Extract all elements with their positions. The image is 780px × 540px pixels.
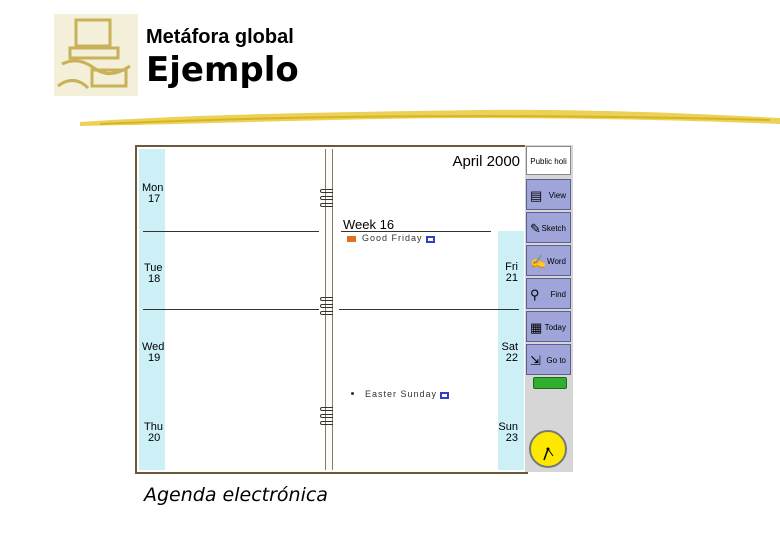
day-label-sat[interactable]: Sat 22 <box>501 341 518 364</box>
sketch-button[interactable]: ✎Sketch <box>526 212 571 243</box>
day-label-thu[interactable]: Thu 20 <box>144 421 163 444</box>
book-spine <box>325 149 333 470</box>
view-icon: ▤ <box>530 188 543 203</box>
day-label-mon[interactable]: Mon 17 <box>142 182 164 205</box>
slide-subtitle: Metáfora global <box>146 26 294 48</box>
word-button[interactable]: ✍Word <box>526 245 571 276</box>
holiday-flag-icon <box>347 235 356 242</box>
title-underline-decoration <box>80 104 780 134</box>
goto-button[interactable]: ⇲Go to <box>526 344 571 375</box>
event-easter-sunday[interactable]: Easter Sunday <box>365 389 450 400</box>
today-button[interactable]: ▦Today <box>526 311 571 342</box>
binoculars-icon: ⚲ <box>530 287 540 302</box>
day-divider <box>143 231 319 232</box>
word-icon: ✍ <box>530 254 547 269</box>
computer-logo-icon <box>54 14 138 96</box>
find-button[interactable]: ⚲Find <box>526 278 571 309</box>
week-underline <box>341 231 491 232</box>
screenshot-caption: Agenda electrónica <box>144 484 328 506</box>
day-label-sun[interactable]: Sun 23 <box>498 421 518 444</box>
day-label-tue[interactable]: Tue 18 <box>144 262 163 285</box>
note-icon <box>425 235 435 244</box>
public-holidays-button[interactable]: Public holi <box>526 146 571 175</box>
goto-icon: ⇲ <box>530 353 541 368</box>
view-button[interactable]: ▤View <box>526 179 571 210</box>
day-divider <box>339 309 519 310</box>
right-date-column <box>498 231 524 470</box>
bullet <box>351 392 354 395</box>
day-label-fri[interactable]: Fri 21 <box>505 261 518 284</box>
binder-ring-icon <box>320 407 338 435</box>
day-divider <box>143 309 319 310</box>
organizer-screenshot: Mon 17 Tue 18 Wed 19 Thu 20 April <box>135 145 575 474</box>
event-good-friday[interactable]: Good Friday <box>347 233 435 244</box>
calendar-icon: ▦ <box>530 320 543 335</box>
sketch-icon: ✎ <box>530 221 541 236</box>
clock-icon <box>529 430 567 468</box>
week-title: Week 16 <box>343 217 395 232</box>
day-label-wed[interactable]: Wed 19 <box>142 341 165 364</box>
battery-icon <box>533 377 567 389</box>
right-page: April 2000 Week 16 Good Friday Fri 21 Sa… <box>333 149 524 470</box>
month-title: April 2000 <box>452 153 520 170</box>
slide-title: Ejemplo <box>146 50 299 90</box>
note-icon <box>440 391 450 400</box>
side-toolbar: Public holi ▤View ✎Sketch ✍Word ⚲Find ▦T… <box>525 145 573 472</box>
left-page: Mon 17 Tue 18 Wed 19 Thu 20 <box>139 149 325 470</box>
organizer-book: Mon 17 Tue 18 Wed 19 Thu 20 April <box>135 145 528 474</box>
